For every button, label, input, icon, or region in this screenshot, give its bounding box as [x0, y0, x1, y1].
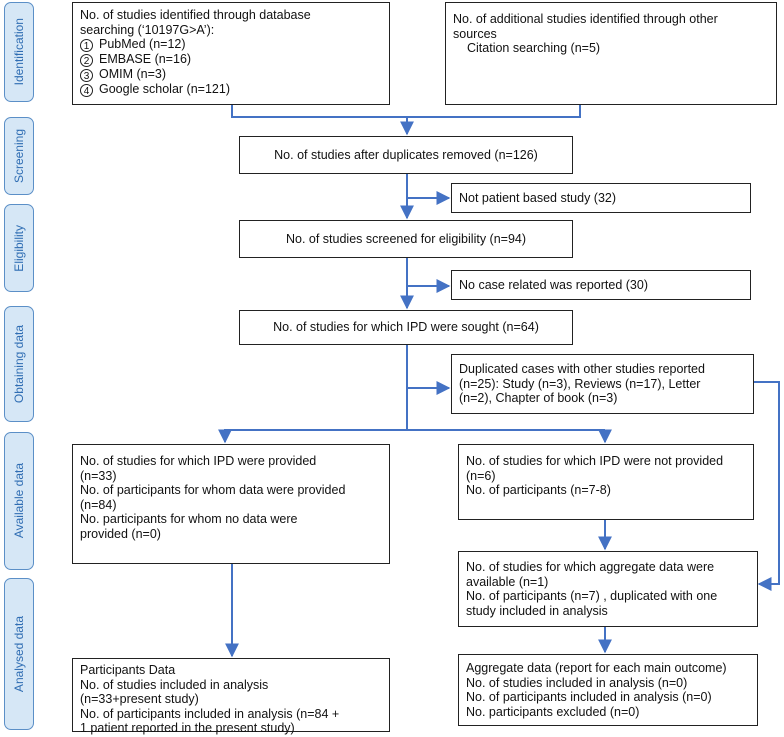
- phase-eligibility: Eligibility: [4, 204, 34, 292]
- phase-analysed-data: Analysed data: [4, 578, 34, 730]
- arrow-to-ipd-provided: [218, 429, 407, 444]
- arrow-to-duplicated-cases: [406, 345, 451, 395]
- phase-identification: Identification: [4, 2, 34, 102]
- duplicated-cases-box: Duplicated cases with other studies repo…: [451, 354, 754, 414]
- phase-obtaining-data: Obtaining data: [4, 306, 34, 422]
- ipd-not-provided-box: No. of studies for which IPD were not pr…: [458, 444, 754, 520]
- not-patient-based-box: Not patient based study (32): [451, 183, 751, 213]
- other-sources-box: No. of additional studies identified thr…: [445, 2, 777, 105]
- arrow-duplicated-to-aggregate: [754, 381, 780, 591]
- merge-line: [231, 105, 581, 118]
- duplicates-removed-box: No. of studies after duplicates removed …: [239, 136, 573, 174]
- phase-screening: Screening: [4, 117, 34, 195]
- database-search-box: No. of studies identified through databa…: [72, 2, 390, 105]
- aggregate-available-box: No. of studies for which aggregate data …: [458, 551, 758, 627]
- phase-available-data: Available data: [4, 432, 34, 570]
- screened-box: No. of studies screened for eligibility …: [239, 220, 573, 258]
- aggregate-data-box: Aggregate data (report for each main out…: [458, 654, 758, 726]
- participants-data-box: Participants Data No. of studies include…: [72, 658, 390, 735]
- ipd-sought-box: No. of studies for which IPD were sought…: [239, 310, 573, 345]
- no-case-box: No case related was reported (30): [451, 270, 751, 300]
- ipd-provided-box: No. of studies for which IPD were provid…: [72, 444, 390, 564]
